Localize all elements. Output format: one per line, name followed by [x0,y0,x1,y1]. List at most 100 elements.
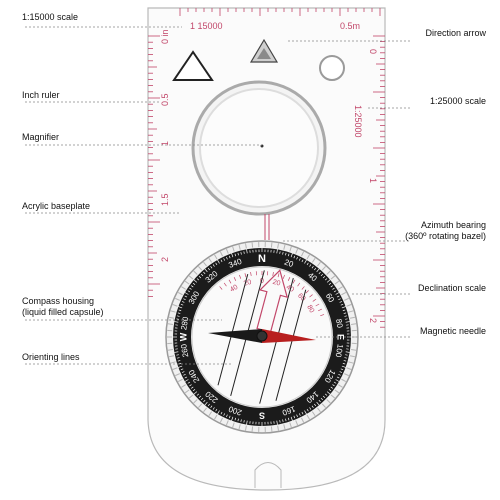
degree-tick [187,381,191,384]
degree-tick [189,287,192,290]
degree-tick [198,395,202,399]
degree-tick [345,354,348,356]
inch-label: 2 [160,257,170,262]
degree-tick [184,295,188,298]
degree-tick [177,360,181,362]
degree-tick [345,351,350,353]
degree-tick [240,252,242,255]
grip-ridge [289,422,292,428]
degree-tick [204,268,208,273]
grip-ridge [295,420,299,426]
degree-tick [212,264,215,267]
grip-ridge [344,297,349,301]
degree-tick [176,354,179,356]
degree-tick [296,414,298,418]
cm-label: 2 [368,318,378,323]
degree-tick [192,282,196,285]
degree-tick [196,393,200,396]
degree-tick [177,315,180,317]
degree-tick [226,256,228,260]
degree-tick [234,253,237,257]
degree-tick [328,282,332,285]
degree-tick [184,379,189,382]
grip-ridge [321,403,326,408]
grip-ridge [283,424,286,430]
degree-tick [287,253,290,257]
degree-tick [223,413,226,416]
declination-tick [297,282,301,287]
grip-ridge [238,244,241,250]
declination-tick [309,294,313,298]
bezel-degree-label: 340 [227,257,243,270]
declination-tick [301,286,305,290]
degree-tick [178,306,183,309]
top-right-scale-label: 0.5m [340,21,360,31]
declination-tick [318,308,322,312]
bezel-degree-label: 260 [179,343,190,358]
degree-tick [243,420,245,423]
declination-label: 80 [305,304,315,314]
degree-tick [332,384,335,387]
degree-tick [178,362,182,365]
grip-ridge [349,316,356,319]
degree-tick [338,298,341,301]
bezel-degree-label: 100 [334,343,345,358]
degree-tick [174,351,179,353]
cm-ruler-ticks [373,35,385,328]
grip-ridge [184,389,190,394]
callout-orienting-lines: Orienting lines [22,352,80,362]
callout-acrylic-baseplate: Acrylic baseplate [22,201,91,211]
degree-tick [340,303,344,306]
inch-label: 0 in [160,29,170,44]
grip-ridge [341,378,347,383]
grip-ridge [170,310,176,313]
declination-tick [287,277,291,281]
bezel-degree-label: 160 [280,404,296,417]
bezel-degree-label: 200 [227,404,243,417]
needle-pivot [256,330,268,342]
direction-arrow-inner [257,48,271,59]
degree-tick [290,416,293,421]
degree-tick [304,410,307,415]
grip-ridge [177,291,183,296]
grip-ridge [351,349,357,351]
callout-azimuth-line2: (360º rotating bazel) [405,231,486,241]
side-scale-label: 1:25000 [353,105,363,138]
degree-tick [203,271,206,275]
degree-tick [345,321,350,323]
grip-ridge [341,291,347,296]
grip-ridge [225,420,229,426]
degree-tick [330,386,333,389]
degree-tick [306,262,309,266]
grip-ridge [349,355,356,358]
degree-tick [339,371,343,373]
grip-ridge [193,399,198,404]
degree-tick [320,397,324,401]
degree-tick [332,287,335,290]
grip-ridge [188,275,194,280]
degree-tick [237,252,239,256]
grip-ridge [306,254,310,260]
degree-tick [220,259,223,263]
callout-magnifier: Magnifier [22,132,60,142]
degree-tick [343,360,347,362]
degree-tick [240,419,242,422]
cm-label: 0 [368,49,378,54]
declination-tick [233,277,237,281]
inch-ruler-ticks [148,35,160,297]
degree-tick [212,407,215,410]
declination-tick [315,303,320,307]
degree-tick [328,389,332,392]
grip-ridge [172,304,178,307]
degree-tick [318,271,321,275]
degree-tick [204,401,208,406]
bezel-cardinal-label: W [178,332,188,341]
degree-tick [326,391,331,395]
callout-scale-25000: 1:25000 scale [429,96,486,106]
declination-tick [312,298,317,302]
grip-ridge [351,323,357,325]
degree-tick [228,415,231,419]
grip-ridge [167,349,173,351]
triangle-cutout [172,50,214,81]
degree-tick [246,249,248,254]
